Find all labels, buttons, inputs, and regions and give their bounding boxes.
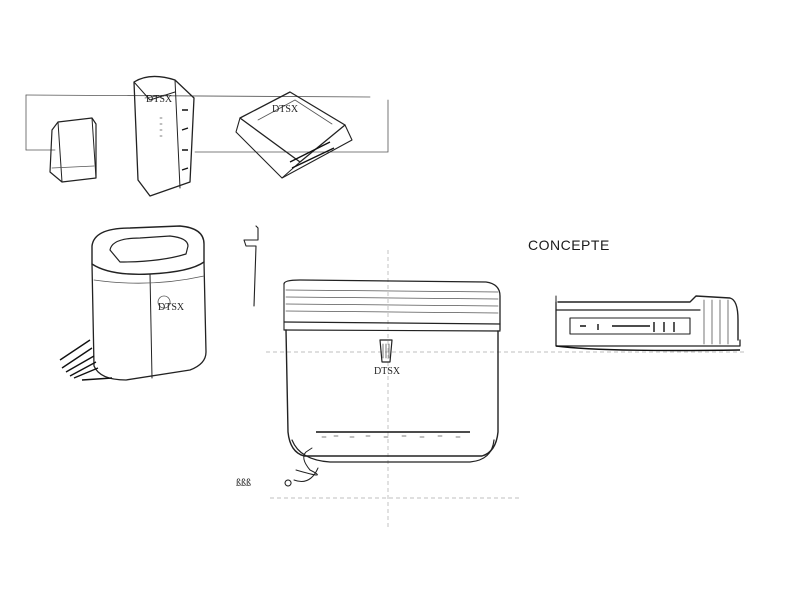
front-view-logo-text: DTSX [374, 366, 401, 377]
front-view-device-sketch: DTSX ßßß [236, 250, 530, 530]
tall-router-logo: DTSX [146, 94, 173, 105]
concept-heading: CONCEPTE [528, 237, 610, 253]
side-view-device-sketch [530, 295, 744, 353]
flat-router-sketch: DTSX [235, 91, 353, 179]
shelf-line [25, 94, 389, 153]
perspective-device-logo: DTSX [158, 302, 185, 313]
annotation-text: ßßß [236, 478, 251, 489]
tall-router-sketch: DTSX [133, 75, 195, 197]
small-box-sketch [49, 117, 97, 183]
profile-bracket-sketch [243, 225, 259, 307]
flat-router-logo: DTSX [272, 104, 299, 115]
perspective-device-sketch: DTSX [59, 225, 207, 381]
